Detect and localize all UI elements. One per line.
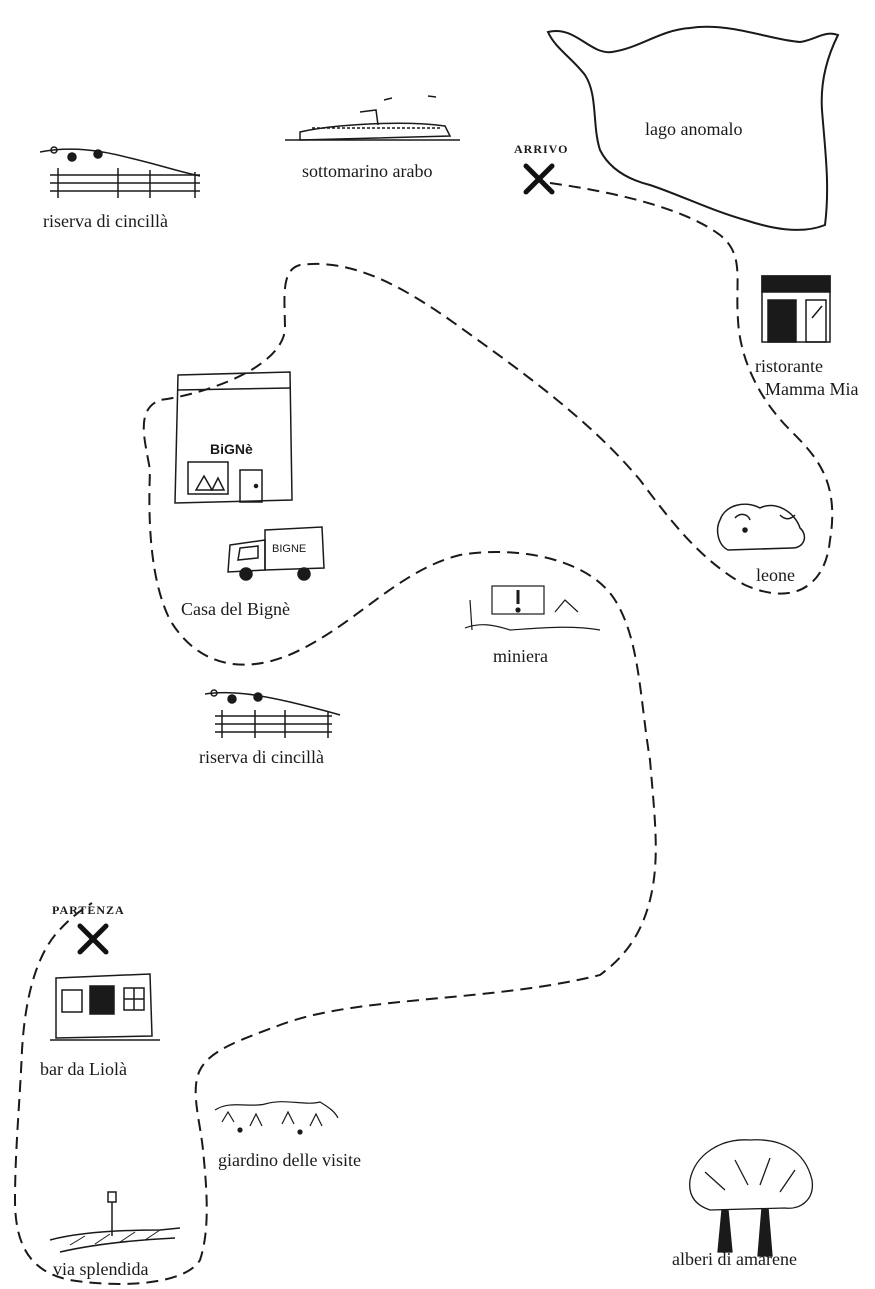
- label-restaurant-line1: ristorante: [755, 356, 823, 376]
- label-lake: lago anomalo: [645, 119, 743, 139]
- label-bar: bar da Liolà: [40, 1059, 127, 1079]
- submarine-icon: [285, 95, 460, 141]
- label-reserve-top: riserva di cincillà: [43, 211, 168, 231]
- garden-icon: [214, 1101, 339, 1135]
- arrivo-label: ARRIVO: [514, 142, 569, 156]
- reserve-bottom-icon: [204, 689, 341, 738]
- truck-icon: [227, 526, 325, 581]
- label-street: via splendida: [53, 1259, 149, 1279]
- partenza-x-icon: [77, 923, 109, 955]
- bakery-icon: [174, 371, 293, 504]
- bar-icon: [50, 973, 160, 1041]
- cherry-trees-icon: [689, 1139, 813, 1257]
- reserve-top-icon: [39, 146, 201, 198]
- label-submarine: sottomarino arabo: [302, 161, 433, 181]
- lion-icon: [716, 503, 806, 551]
- label-garden: giardino delle visite: [218, 1150, 361, 1170]
- partenza-label: PARTENZA: [52, 903, 125, 917]
- label-reserve-bottom: riserva di cincillà: [199, 747, 324, 767]
- arrivo-x-icon: [523, 163, 555, 195]
- dashed-route: [13, 182, 834, 1285]
- label-mine: miniera: [493, 646, 548, 666]
- lake-outline: [546, 25, 840, 231]
- street-icon: [49, 1191, 181, 1253]
- label-bakery: Casa del Bignè: [181, 599, 290, 619]
- truck-sign: BIGNE: [272, 543, 306, 555]
- label-trees: alberi di amarene: [672, 1249, 797, 1269]
- restaurant-icon: [761, 275, 831, 343]
- label-restaurant-line2: Mamma Mia: [765, 379, 859, 399]
- bakery-sign: BiGNè: [210, 441, 253, 457]
- label-lion: leone: [756, 565, 795, 585]
- mine-icon: [464, 585, 601, 631]
